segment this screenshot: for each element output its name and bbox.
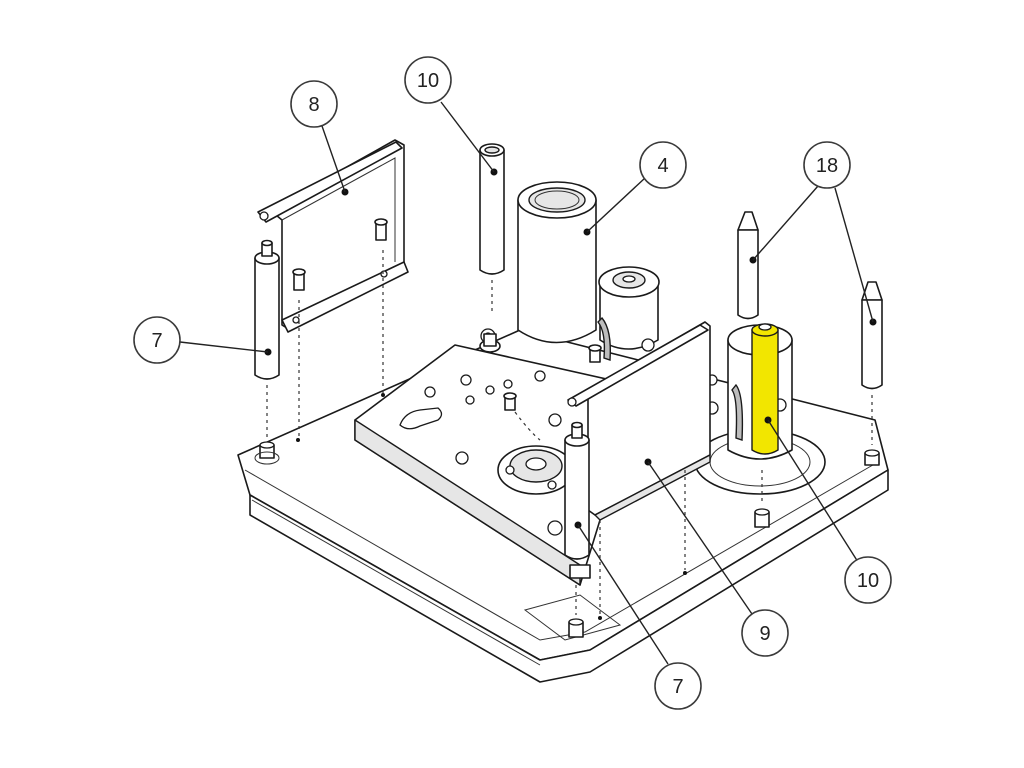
part-8-bracket [257, 139, 409, 442]
callout-9: 9 [741, 609, 789, 657]
callout-7-bottom: 7 [654, 662, 702, 710]
callout-10-right-label: 10 [857, 570, 879, 592]
callout-8-label: 8 [308, 94, 319, 116]
callout-10-top-label: 10 [417, 70, 439, 92]
part-7-standoff-bottom [503, 344, 770, 638]
callout-7-left-label: 7 [151, 330, 162, 352]
part-10-pin [479, 143, 505, 353]
leader-18-b [834, 187, 874, 323]
center-hub [497, 445, 575, 495]
part-7-standoff-left [254, 239, 280, 465]
part-18-pin-a [737, 211, 759, 320]
callout-18-label: 18 [816, 155, 838, 177]
leader-9 [647, 461, 753, 615]
callout-8: 8 [290, 80, 338, 128]
leader-4 [586, 177, 646, 233]
leader-18-a [752, 185, 819, 261]
leader-7-bottom [577, 524, 669, 665]
part-9-plate [567, 321, 711, 521]
callout-10-right: 10 [844, 556, 892, 604]
callout-4: 4 [639, 141, 687, 189]
callout-9-label: 9 [759, 623, 770, 645]
callout-7-bottom-label: 7 [672, 676, 683, 698]
callout-10-top: 10 [404, 56, 452, 104]
part-18-pin-b [861, 281, 883, 466]
leader-10-top [440, 101, 495, 173]
leader-10-right [767, 419, 859, 563]
leader-lines [179, 101, 874, 665]
part-10-shaft-highlighted [751, 323, 779, 455]
part-4-cylinder [517, 181, 597, 344]
callout-18: 18 [803, 141, 851, 189]
callout-4-label: 4 [657, 155, 668, 177]
leader-7-left [179, 341, 269, 353]
callout-7-left: 7 [133, 316, 181, 364]
roller-assembly [597, 266, 660, 361]
leader-8 [321, 125, 346, 193]
